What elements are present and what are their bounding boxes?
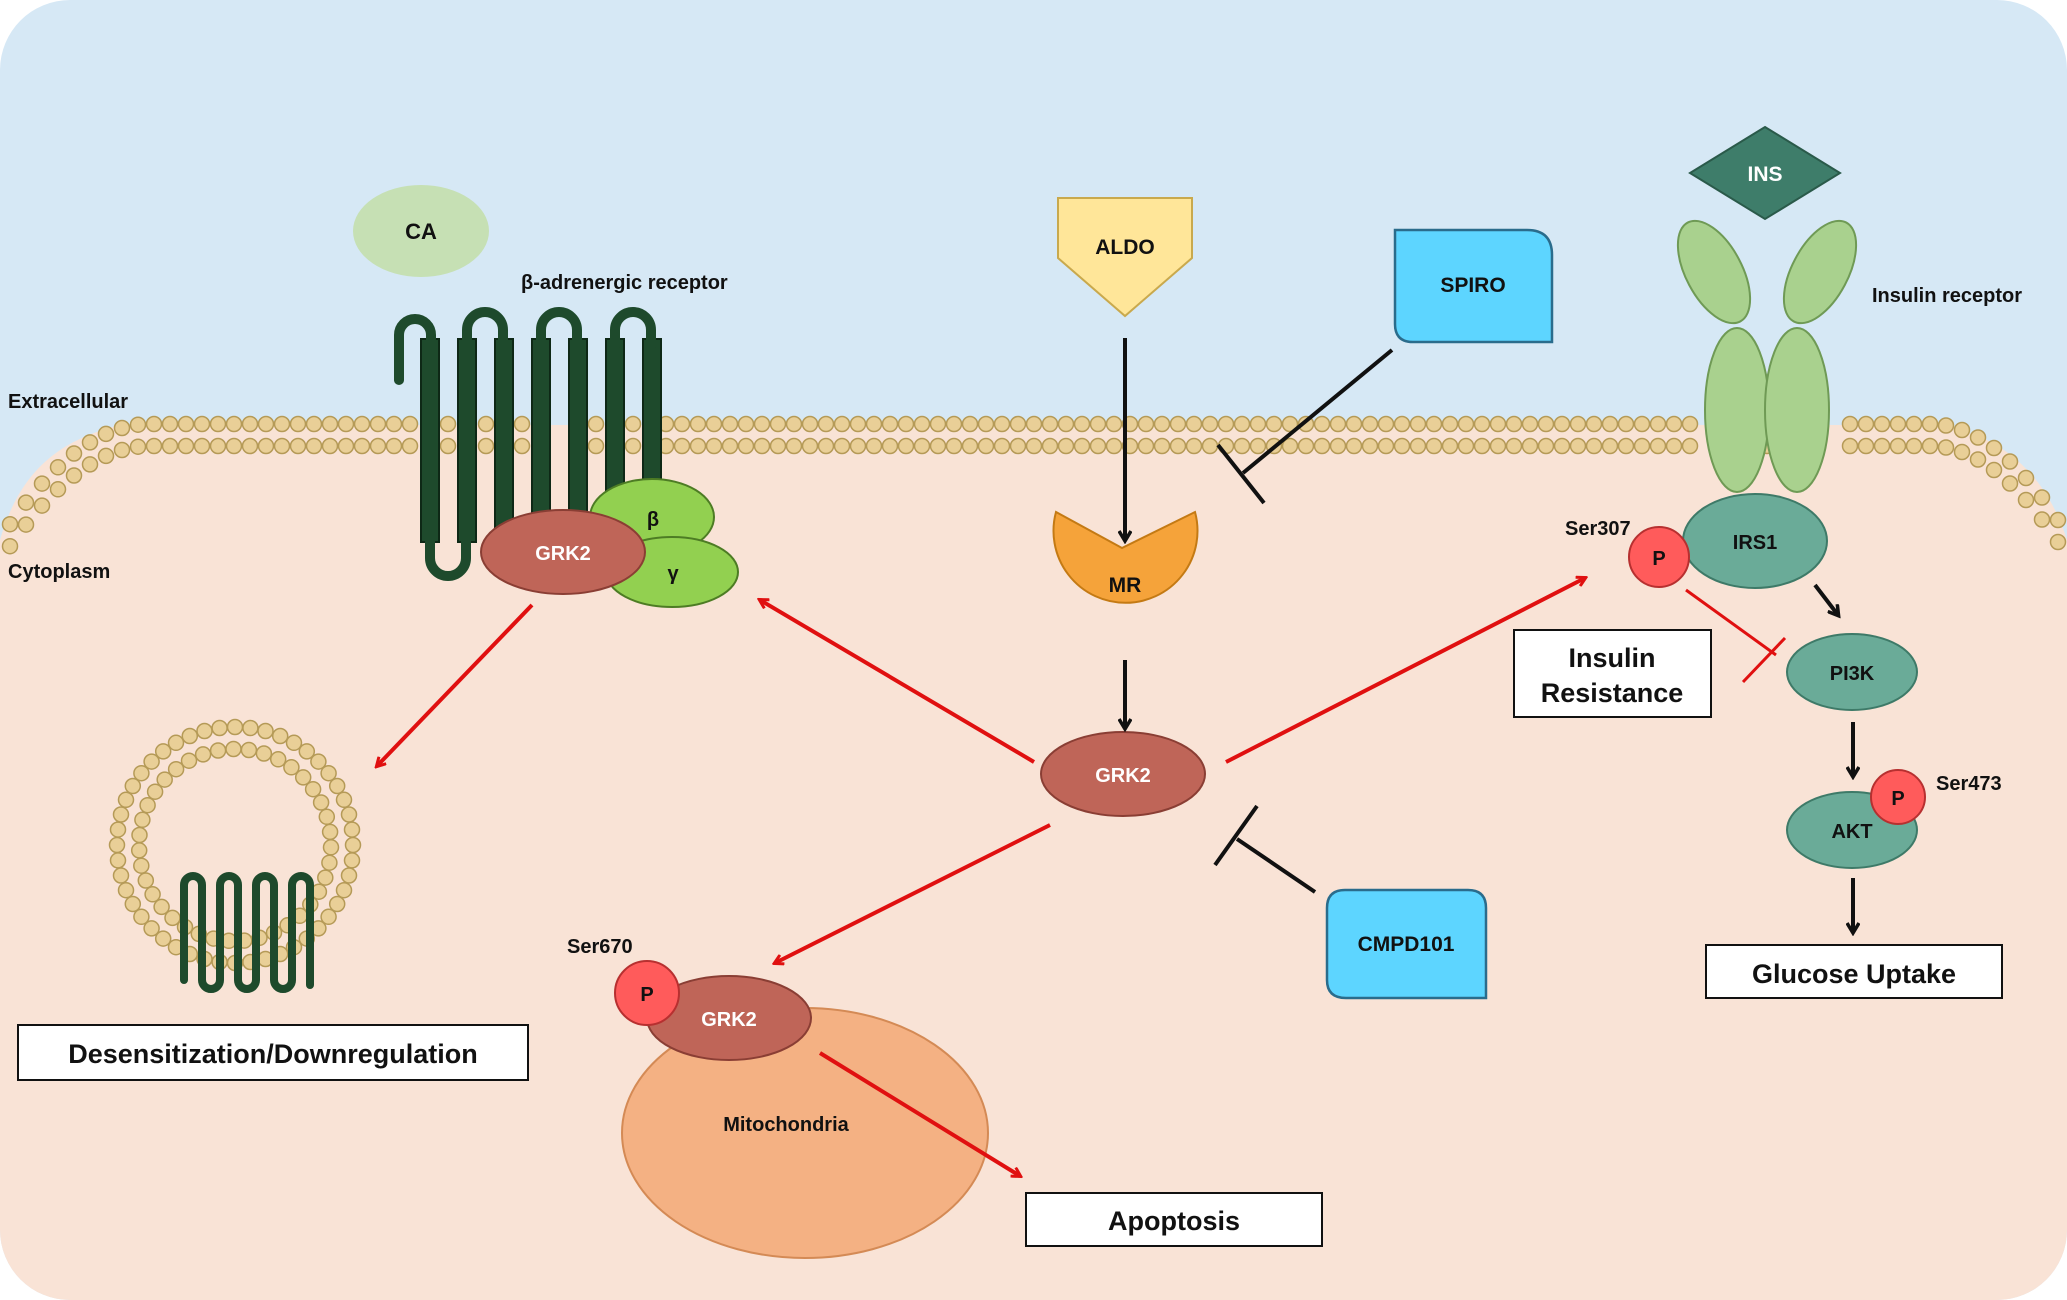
phospho-ser670-label: P (640, 984, 653, 1006)
g-gamma-label: γ (667, 563, 679, 585)
mito-to-apoptosis-arrow (818, 1051, 1020, 1176)
grk2-to-vesicle-arrow (377, 603, 534, 766)
insulin-receptor (1676, 219, 1858, 493)
internalized-receptor (180, 872, 314, 993)
spiro-inhibition-bar (1216, 443, 1266, 505)
desensitization-label: Desensitization/Downregulation (68, 1039, 478, 1069)
glucose-uptake-box (1705, 944, 2003, 999)
desensitization-box (17, 1024, 529, 1081)
ins-ligand (1688, 125, 1842, 221)
pi3k-label: PI3K (1830, 663, 1875, 685)
phospho-ser473 (1870, 769, 1926, 825)
beta-receptor-label: β-adrenergic receptor (521, 272, 728, 294)
mitochondria-label: Mitochondria (723, 1114, 849, 1136)
beta-adrenergic-receptor (420, 338, 662, 543)
irs1-to-pi3k-arrow (1813, 583, 1838, 615)
insulin-resistance-line1: Insulin (1569, 643, 1656, 673)
extracellular-label: Extracellular (8, 391, 128, 413)
cmpd101-inhibition-line (1235, 837, 1317, 894)
irs1-inhibits-pi3k-line (1685, 588, 1777, 657)
spiro-inhibitor (1393, 228, 1554, 344)
aldo-label: ALDO (1095, 236, 1155, 259)
irs1-label: IRS1 (1733, 532, 1777, 554)
spiro-inhibition-line (1241, 348, 1394, 475)
insulin-resistance-box (1513, 629, 1712, 718)
grk2-mito-label: GRK2 (701, 1009, 757, 1031)
ser473-label: Ser473 (1936, 773, 2002, 795)
grk2-central-label: GRK2 (1095, 765, 1151, 787)
ser307-label: Ser307 (1565, 518, 1631, 540)
cell-membrane (1, 415, 2067, 555)
apoptosis-label: Apoptosis (1108, 1206, 1240, 1236)
insulin-resistance-line2: Resistance (1541, 678, 1684, 708)
grk2-to-mitochondria-arrow (775, 823, 1051, 963)
g-beta-label: β (647, 509, 659, 531)
phospho-ser307 (1628, 526, 1690, 588)
grk2-membrane-label: GRK2 (535, 543, 591, 565)
cytoplasm-label: Cytoplasm (8, 561, 110, 583)
irs1-inhibits-pi3k-bar (1741, 636, 1787, 684)
grk2-membrane-bound (480, 509, 646, 595)
cmpd101-inhibition-bar (1213, 804, 1259, 867)
grk2-to-irs1-arrow (1225, 578, 1585, 764)
pi3k (1786, 633, 1918, 711)
ins-label: INS (1747, 163, 1782, 186)
grk2-to-receptor-arrow (760, 600, 1036, 764)
ca-ligand (353, 185, 489, 277)
mr-receptor (1052, 510, 1199, 604)
phospho-ser307-label: P (1652, 548, 1665, 570)
insulin-receptor-label: Insulin receptor (1872, 285, 2022, 307)
aldo-ligand (1057, 197, 1193, 318)
cmpd101-label: CMPD101 (1358, 933, 1455, 956)
apoptosis-box (1025, 1192, 1323, 1247)
mr-label: MR (1109, 574, 1142, 597)
glucose-uptake-label: Glucose Uptake (1752, 959, 1956, 989)
spiro-label: SPIRO (1440, 274, 1505, 297)
cmpd101-inhibitor (1325, 888, 1488, 1000)
phospho-ser670 (614, 960, 680, 1026)
akt-label: AKT (1831, 821, 1872, 843)
phospho-ser473-label: P (1891, 788, 1904, 810)
ca-label: CA (405, 219, 437, 244)
grk2-central (1040, 731, 1206, 817)
ser670-label: Ser670 (567, 936, 633, 958)
